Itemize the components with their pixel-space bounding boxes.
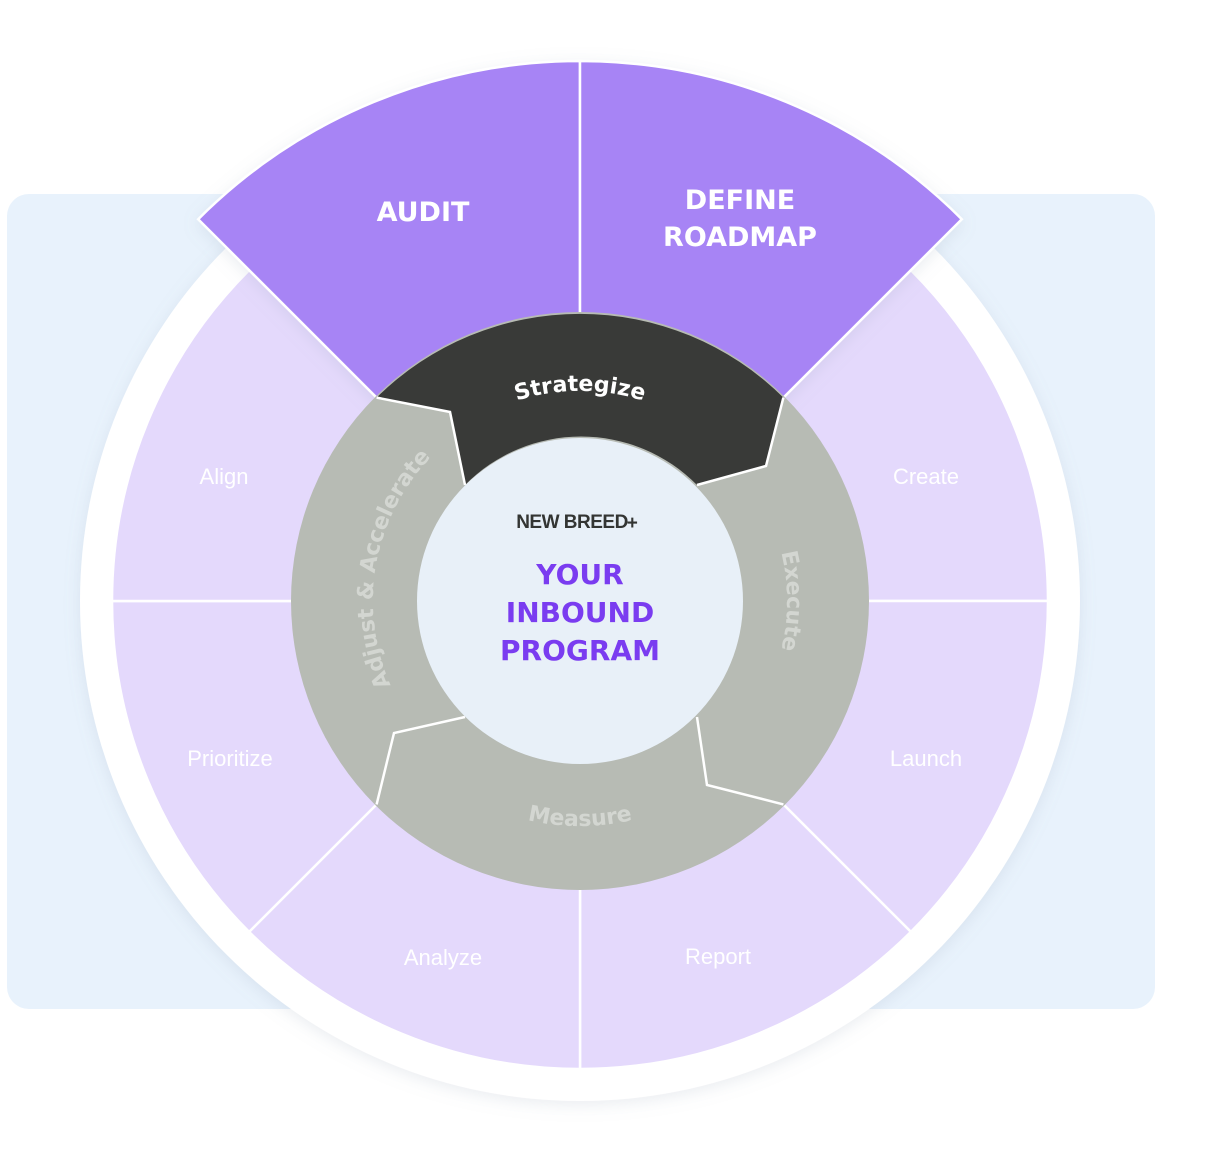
center-title-line-1: YOUR	[535, 558, 623, 591]
center-circle	[417, 438, 743, 764]
label-align: Align	[200, 464, 249, 489]
label-report: Report	[685, 944, 751, 969]
label-prioritize: Prioritize	[187, 746, 273, 771]
segment-strategize[interactable]	[376, 313, 784, 485]
center-title-line-2: INBOUND	[506, 596, 654, 629]
center-title-line-3: PROGRAM	[500, 634, 660, 667]
brand-logo: NEW BREED	[516, 512, 628, 533]
label-analyze: Analyze	[404, 945, 482, 970]
label-create: Create	[893, 464, 959, 489]
ring-dividers	[375, 396, 785, 806]
label-define: DEFINE	[685, 185, 795, 216]
label-launch: Launch	[890, 746, 962, 771]
brand-plus-icon: +	[627, 513, 638, 534]
label-audit: AUDIT	[377, 197, 470, 228]
label-roadmap: ROADMAP	[663, 222, 817, 253]
